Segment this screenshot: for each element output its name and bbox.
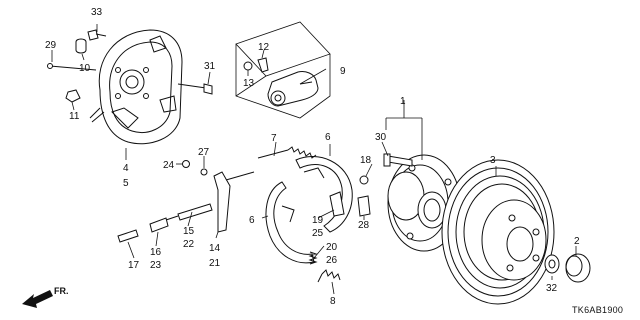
callout-4: 4 <box>123 163 129 174</box>
callout-labels: 33 29 10 11 4 5 31 12 13 9 1 30 3 18 28 … <box>45 7 580 307</box>
part-33-clip[interactable] <box>87 29 107 41</box>
front-direction-indicator: FR. <box>22 286 69 308</box>
part-6-brake-shoe-rear[interactable] <box>295 156 353 233</box>
callout-25: 25 <box>312 228 324 239</box>
callout-23: 23 <box>150 260 162 271</box>
part-31-bolt[interactable] <box>177 83 213 95</box>
callout-9: 9 <box>340 66 346 77</box>
callout-21: 21 <box>209 258 221 269</box>
callout-1: 1 <box>400 96 406 107</box>
part-7-return-spring[interactable] <box>257 146 317 159</box>
part-20-hold-spring[interactable] <box>308 251 318 265</box>
part-18-bolt[interactable] <box>359 175 369 185</box>
callout-24: 24 <box>163 160 175 171</box>
callout-5: 5 <box>123 178 129 189</box>
callout-27: 27 <box>198 147 210 158</box>
callout-13: 13 <box>243 78 255 89</box>
part-6-brake-shoe-front[interactable] <box>265 181 315 264</box>
callout-3: 3 <box>490 155 496 166</box>
part-11-nut[interactable] <box>65 89 81 103</box>
callout-29: 29 <box>45 40 57 51</box>
part-8-lower-spring[interactable] <box>317 269 341 283</box>
callout-26: 26 <box>326 255 338 266</box>
callout-32: 32 <box>546 283 558 294</box>
part-9-wheel-cylinder[interactable] <box>267 71 319 107</box>
callout-6-lower: 6 <box>249 215 255 226</box>
part-12-bleeder[interactable] <box>257 57 269 73</box>
callout-7: 7 <box>271 133 277 144</box>
callout-12: 12 <box>258 42 270 53</box>
callout-19: 19 <box>312 215 324 226</box>
callout-30: 30 <box>375 132 387 143</box>
callout-6-upper: 6 <box>325 132 331 143</box>
part-3-brake-drum[interactable] <box>441 159 555 305</box>
part-14-parking-lever[interactable] <box>213 171 255 233</box>
part-17-shoe-pin[interactable] <box>117 229 139 243</box>
part-27-washer[interactable] <box>200 168 208 176</box>
wheel-cylinder-kit-frame <box>235 21 331 119</box>
callout-33: 33 <box>91 7 103 18</box>
callout-28: 28 <box>358 220 370 231</box>
front-label: FR. <box>54 286 69 296</box>
part-28-clip[interactable] <box>357 195 371 217</box>
callout-14: 14 <box>209 243 221 254</box>
callout-11: 11 <box>69 111 80 122</box>
callout-20: 20 <box>326 242 338 253</box>
backing-plate[interactable] <box>89 29 183 145</box>
callout-18: 18 <box>360 155 372 166</box>
callout-15: 15 <box>183 226 195 237</box>
front-arrow-icon <box>22 290 53 308</box>
callout-2: 2 <box>574 236 580 247</box>
callout-16: 16 <box>150 247 162 258</box>
part-15-adjuster-strut[interactable] <box>177 203 213 221</box>
part-13-cap[interactable] <box>243 61 253 71</box>
callout-17: 17 <box>128 260 140 271</box>
part-24-retainer[interactable] <box>182 160 190 168</box>
part-30-hub-bolt[interactable] <box>383 153 413 167</box>
part-16-adjuster[interactable] <box>149 215 179 233</box>
diagram-code: TK6AB1900 <box>572 305 623 315</box>
leader-lines <box>51 24 577 295</box>
part-10-bushing[interactable] <box>75 38 87 54</box>
callout-22: 22 <box>183 239 195 250</box>
callout-31: 31 <box>204 61 216 72</box>
callout-10: 10 <box>79 63 91 74</box>
part-32-spindle-nut[interactable] <box>544 254 560 274</box>
callout-8: 8 <box>330 296 336 307</box>
part-2-hub-cap[interactable] <box>565 253 591 283</box>
part-29-bolt[interactable] <box>47 63 97 71</box>
